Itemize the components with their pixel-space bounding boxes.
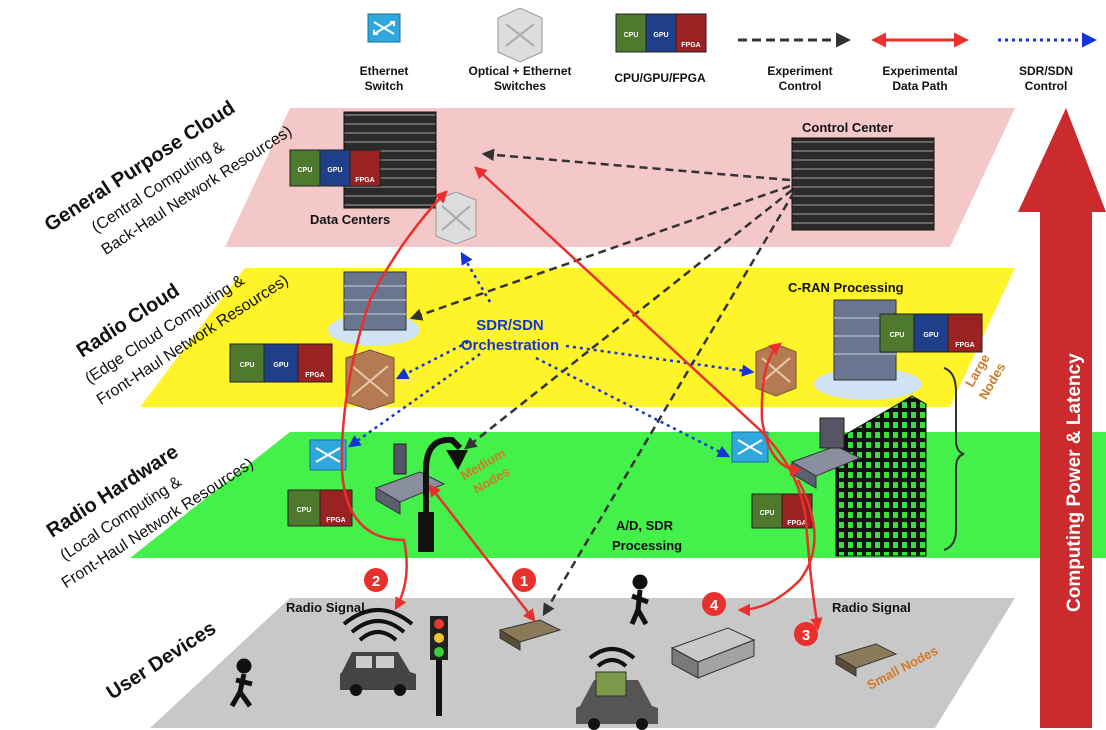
control-center-label: Control Center bbox=[802, 120, 893, 135]
svg-text:3: 3 bbox=[802, 627, 810, 644]
radio-cloud-compute-icon: CPU GPU FPGA bbox=[229, 343, 333, 383]
svg-text:CPU: CPU bbox=[298, 167, 313, 174]
radio-signal-right-label: Radio Signal bbox=[832, 600, 911, 615]
gpc-compute-icon: CPU GPU FPGA bbox=[289, 149, 381, 187]
svg-text:FPGA: FPGA bbox=[305, 372, 324, 379]
radio-hw-left-ethernet-switch-icon bbox=[309, 439, 347, 471]
svg-text:CPU: CPU bbox=[624, 32, 639, 39]
svg-text:GPU: GPU bbox=[653, 32, 668, 39]
marker-4: 4 bbox=[702, 592, 726, 616]
large-node-building bbox=[835, 395, 927, 557]
legend-optical-switch-icon bbox=[497, 7, 543, 63]
svg-text:GPU: GPU bbox=[327, 167, 342, 174]
svg-text:FPGA: FPGA bbox=[787, 520, 806, 527]
svg-text:FPGA: FPGA bbox=[326, 517, 345, 524]
car-with-sdr-icon bbox=[576, 647, 658, 730]
gpc-optical-switch-icon bbox=[435, 191, 477, 245]
radio-signal-left-label: Radio Signal bbox=[286, 600, 365, 615]
svg-text:CPU: CPU bbox=[760, 510, 775, 517]
svg-text:2: 2 bbox=[372, 573, 380, 590]
legend-compute-label: CPU/GPU/FPGA bbox=[614, 71, 706, 85]
wifi-signal-icon bbox=[342, 608, 414, 642]
svg-text:CPU: CPU bbox=[297, 507, 312, 514]
experimental-data-paths bbox=[340, 166, 823, 631]
computing-power-label: Computing Power & Latency bbox=[1064, 353, 1085, 612]
sdr-board-small-node bbox=[834, 643, 898, 677]
layer-title-gpc: General Purpose Cloud (Central Computing… bbox=[41, 97, 295, 259]
control-center-rack bbox=[791, 137, 935, 231]
cran-server bbox=[814, 299, 922, 400]
car-icon bbox=[340, 652, 416, 696]
pedestrian-left-icon bbox=[229, 658, 253, 708]
cran-processing-label: C-RAN Processing bbox=[788, 280, 904, 295]
svg-text:1: 1 bbox=[520, 573, 528, 590]
large-nodes-brace-icon bbox=[943, 367, 965, 551]
svg-text:FPGA: FPGA bbox=[955, 342, 974, 349]
marker-2: 2 bbox=[364, 568, 388, 592]
svg-text:GPU: GPU bbox=[923, 332, 938, 339]
legend-compute-icon: CPU GPU FPGA bbox=[615, 13, 707, 53]
legend-ethernet-switch-icon bbox=[367, 13, 401, 43]
cran-compute-icon: CPU GPU FPGA bbox=[879, 313, 983, 353]
sdr-box-device bbox=[670, 627, 756, 679]
svg-text:CPU: CPU bbox=[240, 362, 255, 369]
marker-3: 3 bbox=[794, 622, 818, 646]
svg-text:4: 4 bbox=[710, 597, 719, 614]
radio-hw-right-ethernet-switch-icon bbox=[731, 431, 769, 463]
svg-text:CPU: CPU bbox=[890, 332, 905, 339]
car-wifi-signal-icon bbox=[588, 647, 636, 668]
svg-text:GPU: GPU bbox=[273, 362, 288, 369]
radio-hw-left-compute-icon: CPU FPGA bbox=[287, 489, 353, 527]
svg-text:FPGA: FPGA bbox=[355, 177, 374, 184]
data-centers-label: Data Centers bbox=[310, 212, 390, 227]
gpc-title: General Purpose Cloud bbox=[41, 97, 239, 237]
computing-power-arrow: Computing Power & Latency bbox=[1018, 108, 1106, 728]
marker-1: 1 bbox=[512, 568, 536, 592]
svg-text:FPGA: FPGA bbox=[681, 42, 700, 49]
traffic-light-icon bbox=[430, 616, 448, 716]
